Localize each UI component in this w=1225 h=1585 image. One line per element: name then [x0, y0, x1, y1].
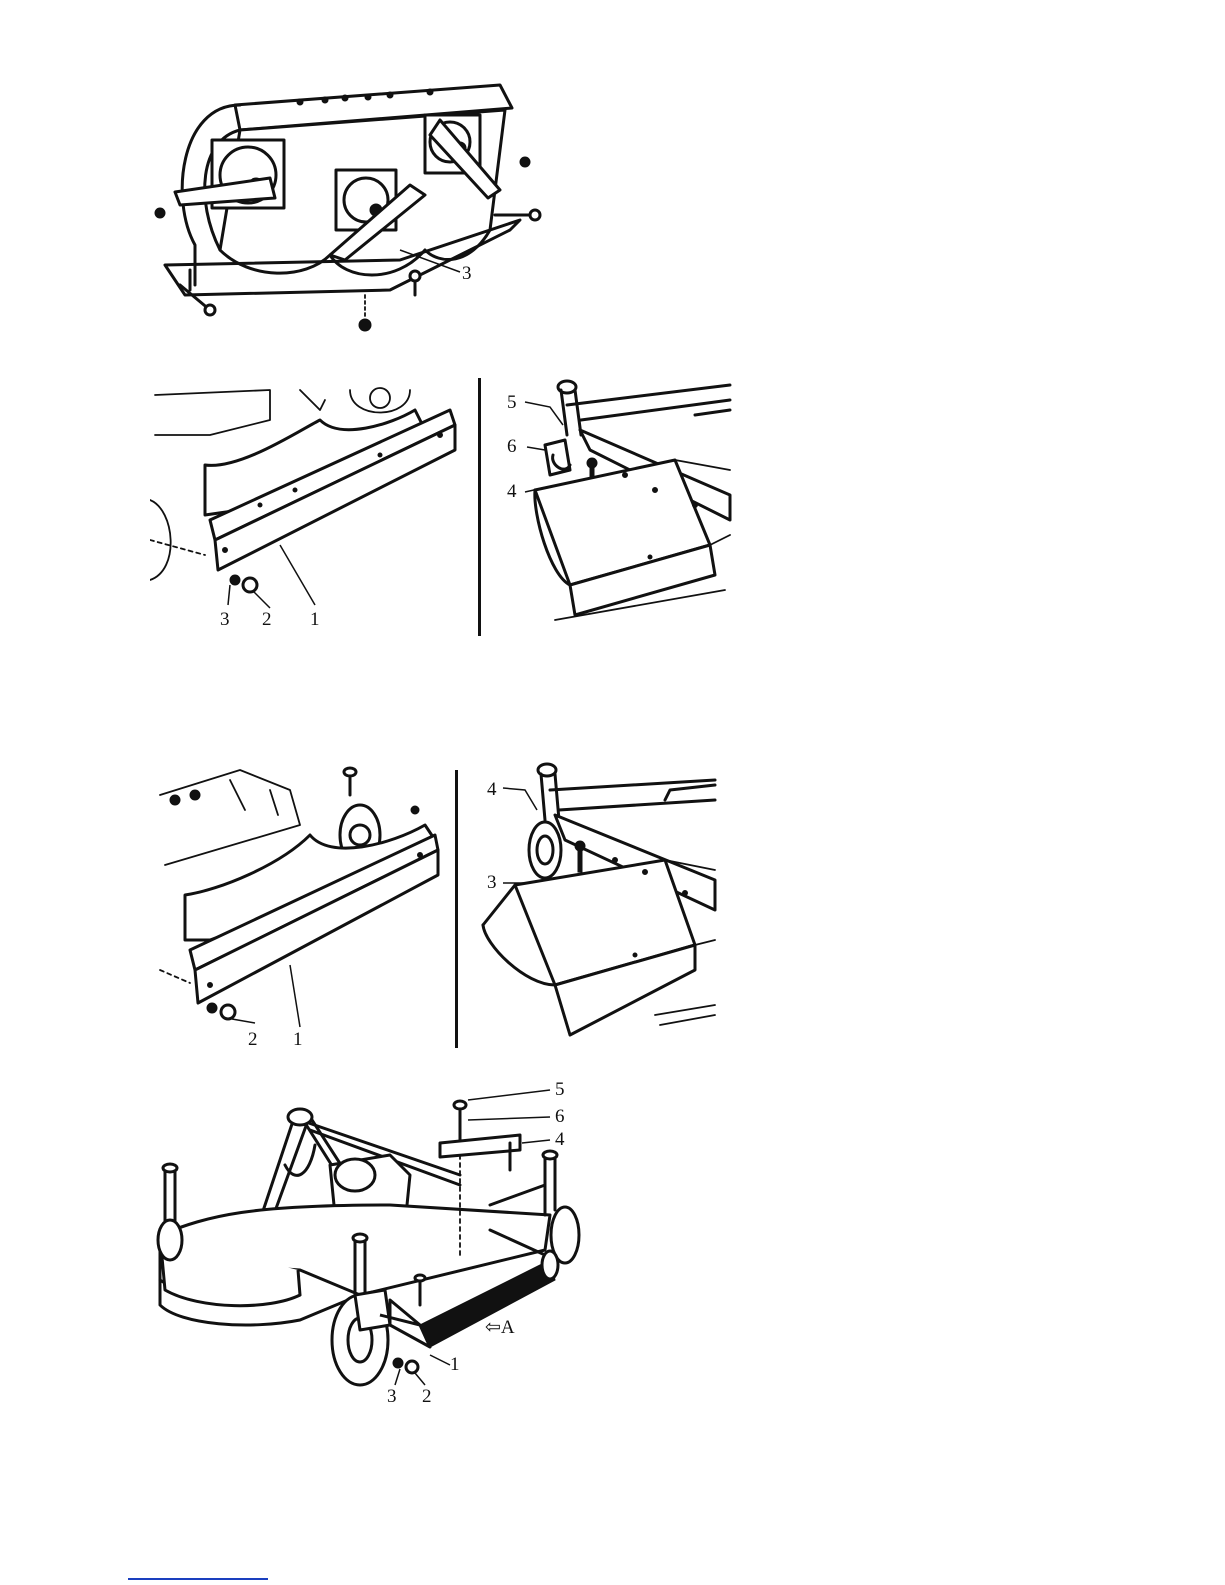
arrow-label-a: ⇦A [485, 1317, 515, 1338]
callout-5: 5 [507, 392, 517, 413]
callout-1: 1 [450, 1354, 460, 1375]
figure-guard-bracket-a: 3 2 1 [150, 380, 470, 635]
callout-4: 4 [487, 779, 497, 800]
figure-guard-bracket-b: 5 6 4 [495, 375, 735, 635]
callout-4: 4 [555, 1129, 565, 1150]
callout-2: 2 [262, 609, 272, 630]
callout-6: 6 [507, 436, 517, 457]
blade-housing-drawing: 3 [140, 80, 560, 350]
figure-blade-housing: 3 [140, 80, 560, 350]
guard-bracket-d-drawing: 4 3 [475, 760, 720, 1040]
callout-2: 2 [422, 1386, 432, 1407]
callout-3: 3 [220, 609, 230, 630]
figure-guard-bracket-d: 4 3 [475, 760, 720, 1040]
callout-3: 3 [387, 1386, 397, 1407]
figure-guard-bracket-c: 2 1 [150, 765, 450, 1050]
callout-1: 1 [293, 1029, 303, 1050]
mower-assembly-drawing: 5 6 4 1 3 2 ⇦A [150, 1075, 600, 1410]
panel-divider [478, 378, 481, 636]
guard-bracket-c-drawing: 2 1 [150, 765, 450, 1050]
figure-mower-assembly: 5 6 4 1 3 2 ⇦A [150, 1075, 600, 1410]
guard-bracket-a-drawing: 3 2 1 [150, 380, 470, 635]
callout-6: 6 [555, 1106, 565, 1127]
callout-2: 2 [248, 1029, 258, 1050]
callout-3: 3 [487, 872, 497, 893]
guard-bracket-b-drawing: 5 6 4 [495, 375, 735, 635]
callout-4: 4 [507, 481, 517, 502]
panel-divider [455, 770, 458, 1048]
callout-3: 3 [462, 263, 472, 284]
callout-5: 5 [555, 1079, 565, 1100]
callout-1: 1 [310, 609, 320, 630]
footnote-rule [128, 1578, 268, 1580]
